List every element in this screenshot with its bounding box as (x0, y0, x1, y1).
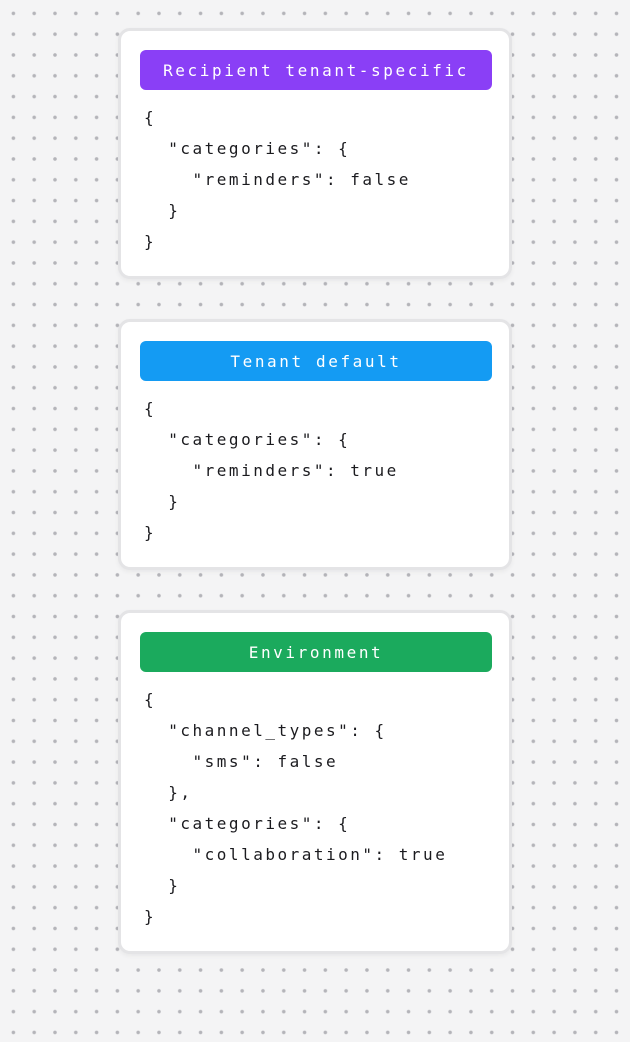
badge-label: Recipient tenant-specific (163, 60, 469, 80)
badge-recipient-tenant-specific: Recipient tenant-specific (140, 50, 492, 90)
card-recipient-tenant-specific: Recipient tenant-specific { "categories"… (118, 28, 512, 279)
json-code-environment: { "channel_types": { "sms": false }, "ca… (144, 690, 448, 926)
badge-environment: Environment (140, 632, 492, 672)
card-environment: Environment { "channel_types": { "sms": … (118, 610, 512, 954)
badge-label: Environment (248, 642, 384, 662)
json-code-tenant-default: { "categories": { "reminders": true } } (144, 399, 399, 542)
json-code-recipient-tenant-specific: { "categories": { "reminders": false } } (144, 108, 411, 251)
badge-tenant-default: Tenant default (140, 341, 492, 381)
badge-label: Tenant default (230, 351, 402, 371)
card-tenant-default: Tenant default { "categories": { "remind… (118, 319, 512, 570)
